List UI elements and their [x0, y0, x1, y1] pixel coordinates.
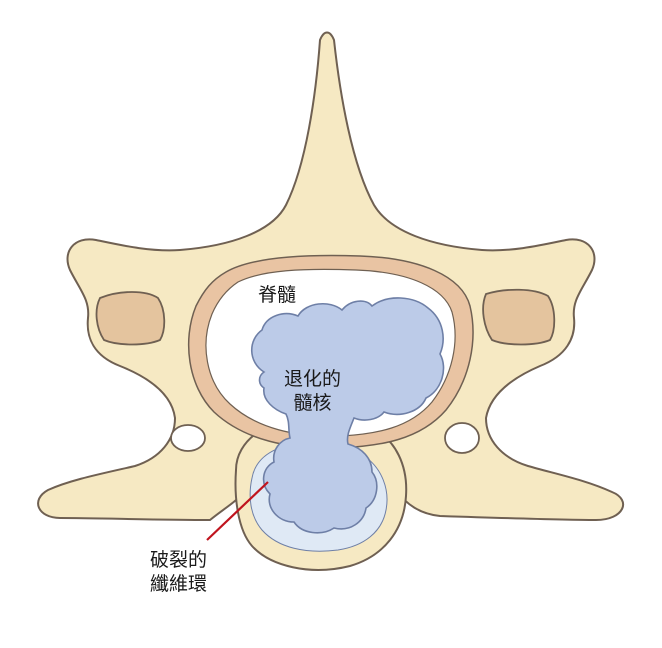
degenerated-nucleus: [250, 297, 445, 534]
right-hole: [444, 422, 480, 454]
degenerated-nucleus-label-line1: 退化的: [284, 368, 342, 390]
ruptured-annulus-label-line2: 纖維環: [150, 573, 208, 595]
annulus-pointer-line: [206, 481, 269, 541]
spinal-cord-label: 脊髓: [258, 284, 297, 306]
left-foramen: [95, 291, 166, 346]
right-foramen: [482, 288, 556, 346]
ruptured-annulus-label: 破裂的 纖維環: [150, 548, 207, 596]
left-hole: [170, 424, 206, 452]
ruptured-annulus-label-line1: 破裂的: [150, 549, 208, 571]
degenerated-nucleus-label: 退化的 髓核: [284, 367, 341, 415]
degenerated-nucleus-label-line2: 髓核: [293, 392, 332, 414]
